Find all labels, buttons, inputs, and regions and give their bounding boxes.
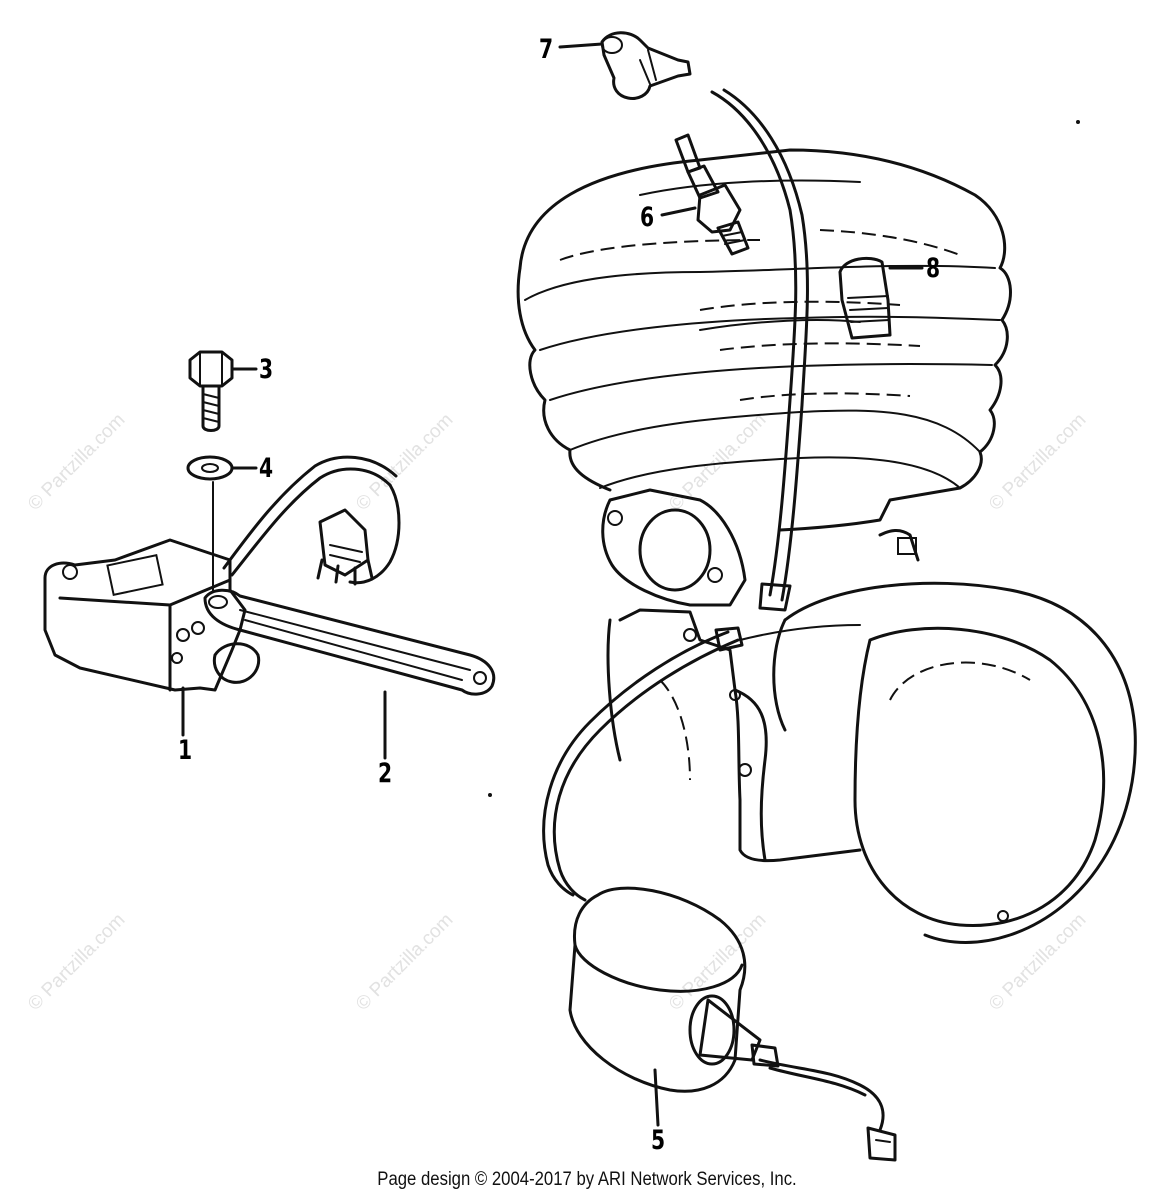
lead-clip: [838, 256, 892, 340]
callout-1: 1: [178, 735, 193, 766]
leader-lines: [181, 42, 924, 1127]
bolt: [188, 350, 234, 432]
spark-plug: [674, 133, 750, 256]
callout-8: 8: [926, 253, 941, 284]
cdi-unit: [43, 538, 261, 692]
exhaust-flange: [601, 488, 747, 607]
callout-2: 2: [378, 758, 393, 789]
callout-6: 6: [640, 202, 655, 233]
ignition-coil: [568, 886, 897, 1162]
speck: [488, 793, 492, 797]
magneto-cover: [772, 581, 1137, 944]
mounting-bracket: [203, 588, 496, 696]
cdi-wiring: [222, 455, 401, 586]
spark-plug-cap: [600, 31, 692, 100]
callout-3: 3: [259, 354, 274, 385]
washer: [186, 455, 234, 481]
spark-plug-lead: [710, 88, 809, 612]
engine-crankcase: [606, 529, 920, 863]
callout-4: 4: [259, 453, 274, 484]
callout-7: 7: [539, 34, 554, 65]
engine-cylinder: [516, 148, 1012, 532]
ignition-coil-lead: [542, 626, 744, 902]
speck: [1076, 120, 1080, 124]
copyright-footer: Page design © 2004-2017 by ARI Network S…: [377, 1169, 797, 1190]
callout-5: 5: [651, 1125, 666, 1156]
